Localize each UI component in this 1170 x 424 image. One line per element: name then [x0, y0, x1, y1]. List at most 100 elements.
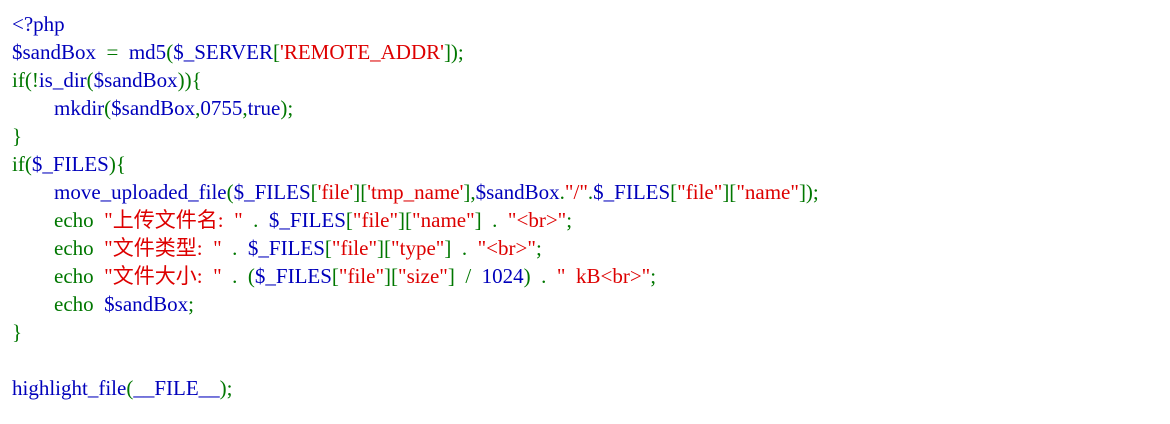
code-token-keyword: ]);	[443, 40, 464, 64]
code-token-default: $sandBox	[111, 96, 196, 120]
code-token-keyword: .	[242, 208, 269, 232]
code-token-keyword: );	[280, 96, 294, 120]
code-token-string: "file"	[331, 236, 378, 260]
code-token-default: $_FILES	[31, 152, 109, 176]
code-token-keyword: (	[104, 96, 112, 120]
code-token-keyword: ;	[535, 236, 542, 260]
code-token-keyword: ][	[398, 208, 413, 232]
code-token-default: $sandBox	[93, 68, 178, 92]
code-token-string: "file"	[338, 264, 385, 288]
code-token-keyword	[12, 96, 54, 120]
code-token-keyword	[12, 180, 54, 204]
code-line: }	[12, 122, 1170, 150]
code-line: echo "文件大小: " . ($_FILES["file"]["size"]…	[12, 262, 1170, 290]
code-token-keyword: }	[12, 124, 23, 148]
code-token-default: true	[247, 96, 281, 120]
code-token-keyword: (	[126, 376, 134, 400]
code-token-string: "文件类型: "	[104, 236, 222, 260]
code-token-keyword: ;	[566, 208, 573, 232]
code-token-default: 1024	[481, 264, 524, 288]
code-token-default: $_FILES	[233, 180, 311, 204]
code-line: if(!is_dir($sandBox)){	[12, 66, 1170, 94]
code-token-keyword: if(!	[12, 68, 39, 92]
code-token-string: "上传文件名: "	[104, 208, 243, 232]
code-token-keyword: echo	[12, 264, 105, 288]
code-token-keyword: }	[12, 320, 23, 344]
code-token-default: mkdir	[54, 96, 105, 120]
code-line: move_uploaded_file($_FILES['file']['tmp_…	[12, 178, 1170, 206]
code-token-string: 'file'	[317, 180, 354, 204]
code-token-string: "file"	[352, 208, 399, 232]
code-token-keyword: (	[166, 40, 174, 64]
code-token-keyword: if(	[12, 152, 32, 176]
code-token-keyword: [	[345, 208, 353, 232]
code-token-keyword: echo	[12, 236, 105, 260]
code-token-keyword: ] .	[444, 236, 478, 260]
code-token-keyword: ;	[188, 292, 194, 316]
code-token-default: 0755	[200, 96, 243, 120]
code-token-keyword: [	[670, 180, 678, 204]
code-token-default: highlight_file	[12, 376, 127, 400]
code-token-keyword: ][	[377, 236, 392, 260]
code-line: highlight_file(__FILE__);	[12, 374, 1170, 402]
code-token-string: 'tmp_name'	[367, 180, 464, 204]
code-line: mkdir($sandBox,0755,true);	[12, 94, 1170, 122]
code-token-string: "name"	[412, 208, 475, 232]
code-line: <?php	[12, 10, 1170, 38]
code-line: $sandBox = md5($_SERVER['REMOTE_ADDR']);	[12, 38, 1170, 66]
code-token-keyword: [	[310, 180, 318, 204]
code-token-default: $_FILES	[268, 208, 346, 232]
code-token-keyword: ][	[384, 264, 399, 288]
code-token-keyword: echo	[12, 208, 105, 232]
code-line: echo "上传文件名: " . $_FILES["file"]["name"]…	[12, 206, 1170, 234]
code-token-string: "file"	[677, 180, 723, 204]
code-token-keyword: ][	[722, 180, 737, 204]
code-token-default: $_SERVER	[173, 40, 274, 64]
code-token-default: __FILE__	[133, 376, 220, 400]
code-token-keyword: echo	[12, 292, 105, 316]
code-token-keyword: ){	[108, 152, 126, 176]
code-token-keyword: .	[559, 180, 565, 204]
code-token-string: "/"	[564, 180, 588, 204]
code-token-keyword: ;	[650, 264, 657, 288]
code-token-keyword: );	[219, 376, 233, 400]
code-line: echo "文件类型: " . $_FILES["file"]["type"] …	[12, 234, 1170, 262]
code-token-string: "size"	[398, 264, 448, 288]
code-token-keyword: ,	[195, 96, 201, 120]
code-token-default: $sandBox	[12, 40, 96, 64]
code-token-default: move_uploaded_file	[54, 180, 227, 204]
code-token-string: "<br>"	[507, 208, 567, 232]
code-token-default: $_FILES	[593, 180, 671, 204]
code-token-string: "type"	[391, 236, 445, 260]
code-token-keyword: (	[226, 180, 234, 204]
code-token-default: <?php	[12, 12, 65, 36]
code-token-keyword: ) .	[523, 264, 557, 288]
code-token-default: $_FILES	[247, 236, 325, 260]
code-line: if($_FILES){	[12, 150, 1170, 178]
code-token-string: "name"	[736, 180, 799, 204]
code-line	[12, 346, 1170, 374]
code-token-keyword: [	[331, 264, 339, 288]
code-token-keyword: ],	[463, 180, 476, 204]
code-token-keyword: .	[587, 180, 594, 204]
code-token-keyword: . (	[221, 264, 255, 288]
code-token-keyword: ] /	[447, 264, 482, 288]
code-token-default: $sandBox	[104, 292, 189, 316]
code-token-keyword: =	[96, 40, 129, 64]
code-token-string: 'REMOTE_ADDR'	[280, 40, 444, 64]
code-token-keyword: ] .	[474, 208, 508, 232]
code-token-string: "文件大小: "	[104, 264, 222, 288]
code-token-keyword: ][	[353, 180, 368, 204]
code-token-string: "<br>"	[477, 236, 536, 260]
code-token-keyword: ,	[242, 96, 248, 120]
code-line: }	[12, 318, 1170, 346]
code-lines: <?php$sandBox = md5($_SERVER['REMOTE_ADD…	[12, 10, 1170, 402]
code-token-default: $sandBox	[475, 180, 560, 204]
code-token-keyword: )){	[177, 68, 202, 92]
code-token-default: md5	[128, 40, 167, 64]
code-token-keyword: ]);	[798, 180, 819, 204]
code-token-string: " kB<br>"	[556, 264, 651, 288]
code-token-default: is_dir	[38, 68, 87, 92]
code-token-default: $_FILES	[254, 264, 332, 288]
